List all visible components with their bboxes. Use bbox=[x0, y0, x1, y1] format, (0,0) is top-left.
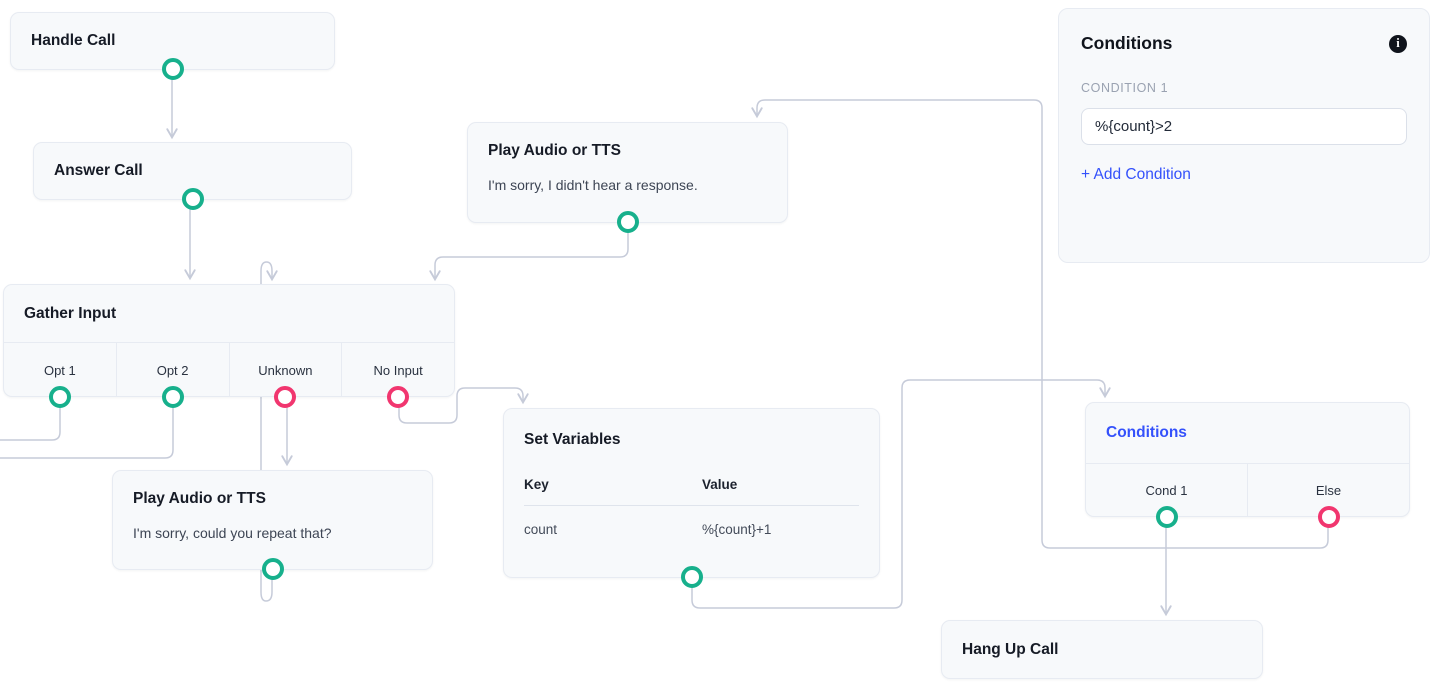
node-play-audio-tts-repeat[interactable]: Play Audio or TTS I'm sorry, could you r… bbox=[112, 470, 433, 580]
wire-setvars-to-conditions bbox=[691, 379, 1111, 609]
node-hang-up-call[interactable]: Hang Up Call bbox=[941, 620, 1263, 679]
node-title: Conditions bbox=[1106, 424, 1187, 441]
conditions-panel: Conditions i CONDITION 1 + Add Condition bbox=[1058, 8, 1430, 263]
tts-message-text: I'm sorry, I didn't hear a response. bbox=[488, 177, 698, 193]
branch-label: Unknown bbox=[258, 362, 313, 378]
node-set-variables[interactable]: Set Variables Key Value count %{count}+1 bbox=[503, 408, 880, 588]
wire-opt1-exit-left bbox=[0, 400, 61, 441]
wire-opt2-exit-left bbox=[0, 400, 174, 459]
node-title: Handle Call bbox=[31, 32, 116, 49]
cond-1-output-port[interactable] bbox=[1155, 506, 1178, 528]
info-icon[interactable]: i bbox=[1389, 34, 1407, 53]
answer-call-output-port[interactable] bbox=[181, 188, 204, 210]
opt-1-output-port[interactable] bbox=[48, 386, 71, 408]
branch-opt-1[interactable]: Opt 1 bbox=[4, 343, 117, 408]
branch-label: Opt 2 bbox=[156, 362, 189, 378]
variable-key: count bbox=[524, 522, 558, 537]
wire-playtts-to-gather bbox=[429, 226, 629, 282]
condition-section-label: CONDITION 1 bbox=[1081, 81, 1169, 95]
divider bbox=[524, 505, 859, 506]
branch-opt-2[interactable]: Opt 2 bbox=[117, 343, 230, 408]
handle-call-output-port[interactable] bbox=[161, 58, 184, 80]
node-title: Set Variables bbox=[524, 431, 621, 448]
unknown-output-port[interactable] bbox=[274, 386, 297, 408]
value-column-header: Value bbox=[702, 477, 738, 492]
opt-2-output-port[interactable] bbox=[161, 386, 184, 408]
wire-else-to-playtts bbox=[751, 99, 1329, 549]
node-title: Gather Input bbox=[24, 304, 117, 322]
branch-unknown[interactable]: Unknown bbox=[230, 343, 343, 408]
add-condition-button[interactable]: + Add Condition bbox=[1081, 166, 1191, 183]
play-tts-repeat-output-port[interactable] bbox=[261, 558, 284, 580]
tts-message-text: I'm sorry, could you repeat that? bbox=[133, 525, 332, 541]
play-tts-no-response-output-port[interactable] bbox=[616, 211, 639, 233]
variable-row: count %{count}+1 bbox=[524, 522, 859, 537]
panel-title: Conditions bbox=[1081, 33, 1173, 53]
no-input-output-port[interactable] bbox=[387, 386, 410, 408]
node-title: Answer Call bbox=[54, 162, 143, 179]
node-gather-input[interactable]: Gather Input Opt 1 Opt 2 Unknown No Inpu… bbox=[3, 284, 455, 408]
branch-else[interactable]: Else bbox=[1248, 464, 1409, 528]
node-answer-call[interactable]: Answer Call bbox=[33, 142, 352, 210]
node-handle-call[interactable]: Handle Call bbox=[10, 12, 335, 80]
node-title: Play Audio or TTS bbox=[488, 142, 621, 159]
node-title: Hang Up Call bbox=[962, 640, 1059, 658]
wire-repeat-loop-to-gather bbox=[260, 261, 278, 602]
set-variables-output-port[interactable] bbox=[680, 566, 703, 588]
branch-cond-1[interactable]: Cond 1 bbox=[1086, 464, 1248, 528]
variable-value: %{count}+1 bbox=[702, 522, 772, 537]
branch-no-input[interactable]: No Input bbox=[342, 343, 454, 408]
branch-label: No Input bbox=[373, 362, 423, 378]
node-title: Play Audio or TTS bbox=[133, 490, 266, 507]
branch-label: Else bbox=[1315, 483, 1342, 498]
node-play-audio-tts-no-response[interactable]: Play Audio or TTS I'm sorry, I didn't he… bbox=[467, 122, 788, 233]
wire-noinput-to-setvars bbox=[398, 387, 529, 424]
branch-label: Opt 1 bbox=[43, 362, 76, 378]
condition-expression-input[interactable] bbox=[1081, 108, 1407, 145]
else-output-port[interactable] bbox=[1317, 506, 1340, 528]
branch-label: Cond 1 bbox=[1145, 483, 1188, 498]
node-conditions[interactable]: Conditions Cond 1 Else bbox=[1085, 402, 1410, 528]
key-column-header: Key bbox=[524, 477, 549, 492]
